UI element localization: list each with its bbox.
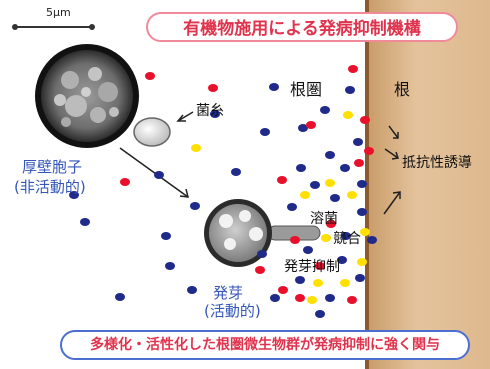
scale-bar-end (89, 24, 95, 30)
hypha-label: 菌糸 (196, 103, 224, 119)
germination-state-label: (活動的) (204, 302, 261, 320)
chlamydospore-icon (35, 44, 139, 148)
hypha-cell-icon (133, 117, 171, 147)
competition-label: 競合 (333, 231, 361, 247)
conclusion-banner: 多様化・活性化した根圏微生物群が発病抑制に強く関与 (60, 330, 470, 360)
germination-label: 発芽 (213, 284, 244, 302)
scale-bar (14, 26, 92, 28)
rhizosphere-label: 根圏 (290, 80, 323, 99)
lysis-label: 溶菌 (310, 211, 338, 227)
microbe-dot-icon (69, 83, 377, 318)
germinating-spore-icon (204, 199, 321, 267)
diagram-title: 有機物施用による発病抑制機構 (146, 12, 458, 42)
arrow-icon (119, 111, 401, 215)
resistance-induction-label: 抵抗性誘導 (402, 155, 472, 171)
root-surface-line (365, 0, 369, 369)
germination-inhibition-label: 発芽抑制 (284, 259, 340, 275)
microbe-dots (69, 65, 377, 318)
root-label: 根 (394, 80, 411, 99)
root-tissue (367, 0, 490, 369)
chlamydospore-label: 厚壁胞子 (22, 158, 83, 176)
scale-bar-end (12, 24, 18, 30)
scale-label: 5μm (46, 6, 71, 19)
chlamydospore-state-label: (非活動的) (14, 178, 86, 196)
